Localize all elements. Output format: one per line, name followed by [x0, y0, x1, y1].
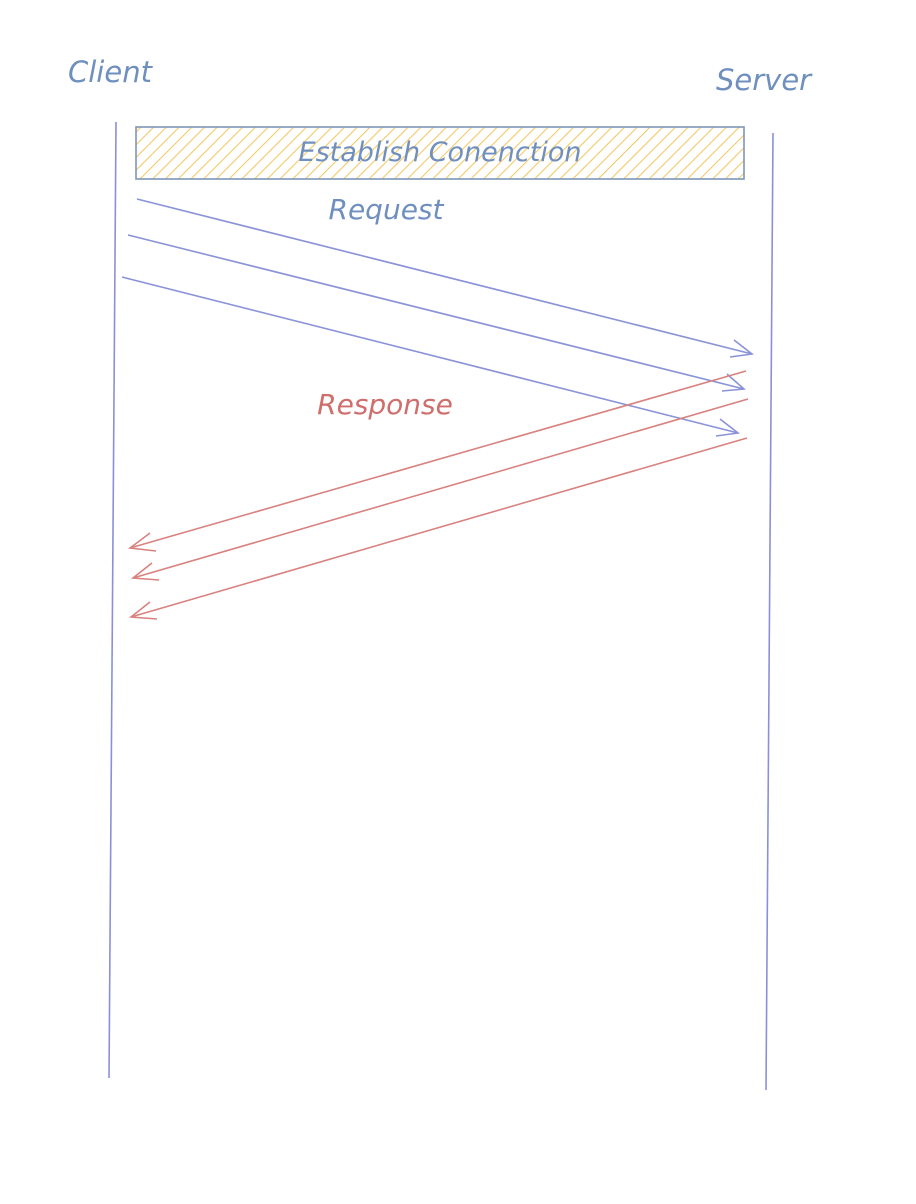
response-arrow-1 [127, 370, 747, 552]
request-arrow-3 [121, 276, 740, 437]
request-arrow-2 [127, 234, 746, 392]
response-arrows [127, 370, 749, 620]
response-label: Response [317, 388, 453, 421]
connection-box: Establish Conenction [135, 126, 745, 180]
request-arrow-1 [136, 198, 754, 358]
connection-box-label: Establish Conenction [299, 137, 582, 168]
connection-box-fill [135, 126, 745, 180]
client-lifeline [108, 121, 117, 1079]
request-arrows [121, 198, 754, 437]
server-label: Server [716, 63, 813, 97]
client-label: Client [68, 55, 154, 89]
response-arrow-2 [130, 398, 749, 581]
server-lifeline [765, 132, 774, 1091]
response-arrow-3 [128, 437, 748, 620]
request-label: Request [329, 193, 445, 226]
